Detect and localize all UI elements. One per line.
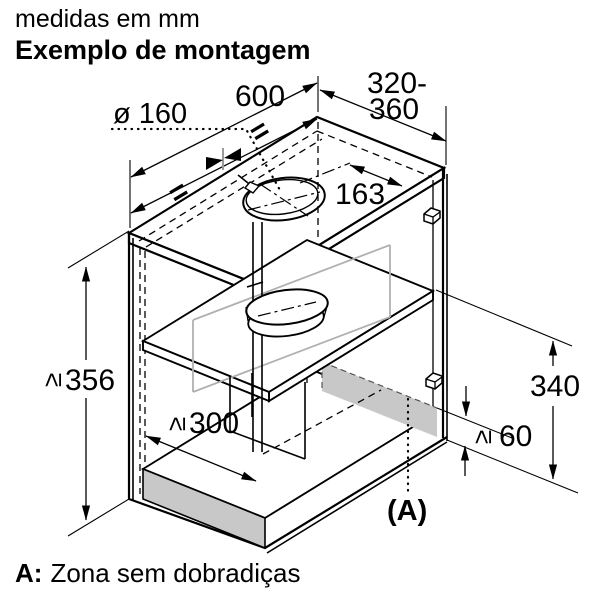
hinge-icon bbox=[423, 207, 441, 225]
dim-label-right-height: 340 bbox=[530, 370, 580, 403]
dim-label-depth-2: 360 bbox=[369, 93, 419, 126]
dim-label-bottom-depth: 300 bbox=[189, 407, 239, 440]
hidden-bottom-diagonal bbox=[262, 389, 382, 455]
duct-collar-icon bbox=[245, 288, 329, 338]
shelf-left-band bbox=[142, 339, 270, 403]
duct-pipe bbox=[246, 222, 264, 452]
gte-bottom-depth: ≥ bbox=[161, 417, 191, 431]
footnote-prefix: A: bbox=[15, 558, 42, 588]
dim-300 bbox=[145, 435, 257, 482]
footnote-text: Zona sem dobradiças bbox=[50, 558, 300, 588]
center-arrow-left bbox=[206, 157, 223, 170]
ext-niche-top bbox=[67, 230, 130, 269]
units-note: medidas em mm bbox=[15, 5, 200, 33]
dim-label-bottom-clearance: 60 bbox=[499, 420, 532, 453]
hinge-icon-2 bbox=[425, 372, 443, 390]
dimension-lines bbox=[67, 76, 579, 537]
hidden-edge-back-right bbox=[316, 130, 433, 178]
dim-163 bbox=[349, 164, 403, 187]
gte-bottom-clearance: ≥ bbox=[467, 430, 497, 444]
ext-340-top bbox=[435, 289, 573, 347]
hood-lower-box bbox=[229, 373, 306, 460]
hood-body-outline bbox=[192, 244, 391, 393]
page-title: Exemplo de montagem bbox=[15, 35, 311, 65]
dim-depth-320-360 bbox=[319, 89, 447, 142]
dim-label-hole-diameter: ø 160 bbox=[113, 98, 187, 130]
center-arrow-right bbox=[224, 148, 241, 161]
bottom-plinth-edge bbox=[266, 441, 448, 554]
no-hinge-zone-front bbox=[142, 467, 266, 550]
zone-a-marker: (A) bbox=[387, 495, 427, 527]
dim-label-niche-height: 356 bbox=[65, 364, 115, 397]
gte-niche-height: ≥ bbox=[37, 373, 67, 387]
leader-hole-diameter bbox=[110, 127, 283, 194]
ext-niche-bottom bbox=[67, 498, 130, 537]
centerline-163 bbox=[299, 162, 351, 184]
footnote: A: Zona sem dobradiças bbox=[15, 558, 300, 588]
dim-label-163: 163 bbox=[335, 178, 385, 211]
ext-60-top bbox=[436, 407, 513, 439]
dim-label-depth-1: 320- bbox=[367, 67, 427, 100]
dim-label-width: 600 bbox=[235, 80, 285, 113]
